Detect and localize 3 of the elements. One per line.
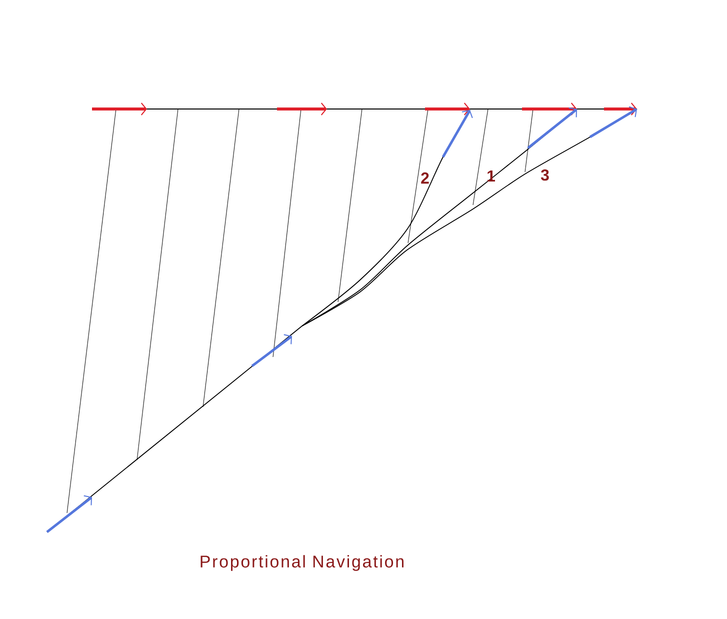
curve-number: 2 (421, 172, 429, 184)
title: Proportional Navigation (200, 555, 404, 571)
curve-number: 3 (540, 169, 549, 181)
